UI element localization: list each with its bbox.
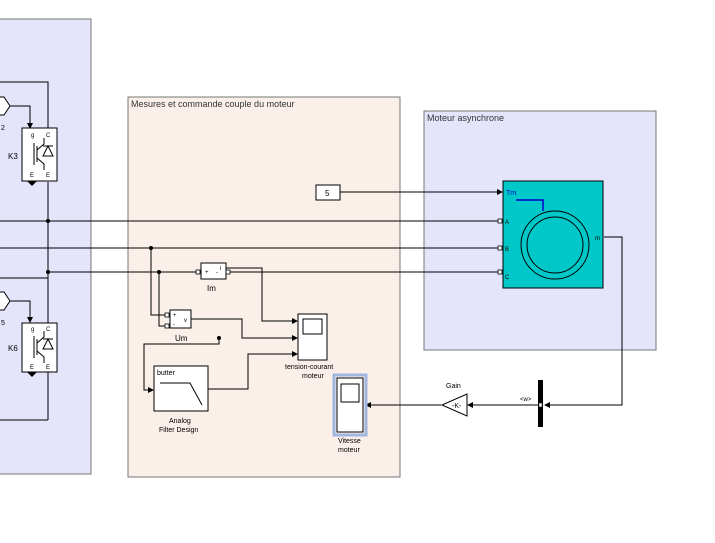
scope-tension-courant-label-2: moteur (302, 373, 324, 380)
voltage-measurement-block[interactable]: + - v (169, 309, 192, 329)
svg-text:-: - (173, 322, 175, 328)
igbt-k3-label: K3 (8, 152, 18, 161)
scope-vitesse-label-1: Vitesse (338, 438, 361, 445)
async-motor-block[interactable]: Tm A B C m (502, 180, 604, 289)
scope-tension-courant[interactable] (297, 313, 328, 361)
voltage-measurement-label: Um (175, 334, 188, 343)
motor-port-b: B (505, 247, 509, 253)
motor-port-tm: Tm (506, 190, 516, 197)
scope-vitesse-label-2: moteur (338, 447, 360, 454)
analog-filter-block[interactable]: butter (153, 365, 209, 412)
motor-port-c: C (505, 275, 510, 281)
goto-tag-bottom-text: 5 (1, 320, 5, 327)
svg-text:i: i (220, 266, 221, 272)
wire-im-out[interactable] (226, 267, 298, 324)
analog-filter-label-2: Filter Design (159, 427, 198, 434)
wire-gate-k3-g[interactable] (9, 105, 33, 129)
svg-text:C: C (46, 327, 51, 333)
scope-vitesse[interactable] (332, 373, 368, 437)
bus-selector[interactable] (538, 380, 543, 427)
svg-text:-K-: -K- (452, 403, 462, 410)
junction-c-phase (46, 270, 50, 274)
igbt-k3[interactable]: g C E E (21, 127, 58, 186)
current-measurement-block[interactable]: + - i (200, 262, 227, 280)
analog-filter-label-1: Analog (169, 418, 191, 425)
svg-text:E: E (30, 365, 34, 371)
wire-filter-out[interactable] (208, 351, 298, 390)
scope-tension-courant-label-1: tension-courant (285, 364, 333, 371)
gain-block[interactable]: -K- (440, 393, 468, 417)
wire-motor-m[interactable] (544, 236, 623, 408)
wire-gate-k6-g[interactable] (9, 300, 33, 323)
motor-stator-icon (520, 210, 590, 280)
wire-um-to-filter[interactable] (143, 338, 220, 393)
wire-um-minus[interactable] (158, 272, 165, 327)
igbt-k6-label: K6 (8, 344, 18, 353)
wire-um-out[interactable] (191, 318, 298, 341)
current-measurement-label: Im (207, 284, 216, 293)
inverter-area[interactable] (0, 18, 92, 475)
mesures-area-title: Mesures et commande couple du moteur (131, 99, 295, 109)
svg-text:E: E (30, 173, 34, 179)
motor-rotor-icon (526, 216, 584, 274)
svg-text:E: E (46, 365, 50, 371)
goto-tag-top[interactable] (0, 96, 11, 116)
svg-text:g: g (31, 327, 34, 333)
goto-tag-top-text: 2 (1, 125, 5, 132)
wire-um-plus[interactable] (150, 248, 165, 316)
svg-text:+: + (205, 270, 209, 276)
junction-a-phase-c (46, 219, 50, 223)
svg-text:5: 5 (325, 189, 330, 198)
gain-label: Gain (446, 383, 461, 390)
motor-port-a: A (505, 220, 509, 226)
wire-gate-k3[interactable] (0, 81, 49, 128)
svg-text:-: - (216, 270, 218, 276)
svg-text:g: g (31, 133, 34, 139)
igbt-k6[interactable]: g C E E (21, 322, 58, 377)
svg-text:E: E (46, 173, 50, 179)
constant-block[interactable]: 5 (315, 184, 341, 201)
svg-text:+: + (173, 313, 177, 319)
bus-selector-signal: <w> (520, 397, 532, 403)
svg-text:v: v (184, 318, 187, 324)
moteur-area-title: Moteur asynchrone (427, 113, 504, 123)
goto-tag-bottom[interactable] (0, 291, 11, 311)
svg-text:C: C (46, 133, 51, 139)
motor-port-m: m (595, 236, 600, 242)
svg-text:butter: butter (157, 370, 176, 377)
